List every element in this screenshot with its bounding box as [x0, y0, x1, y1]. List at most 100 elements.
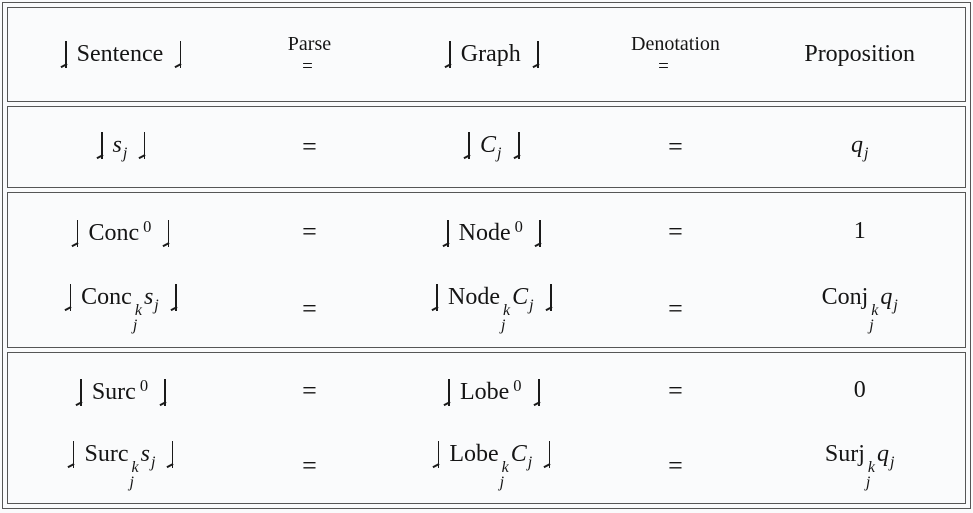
drop-bracket-icon: [59, 41, 68, 68]
drop-bracket-icon: [66, 440, 75, 468]
header-parse-cell: Parse =: [233, 8, 386, 101]
drop-bracket-icon: [542, 440, 551, 468]
proposition-qj-cell: qj: [754, 107, 965, 187]
header-graph-expr: Graph: [443, 41, 540, 68]
sub-j: j: [154, 296, 159, 314]
equals-sign: =: [668, 375, 683, 405]
header-parse-label: Parse: [287, 33, 332, 55]
drop-bracket-icon: [173, 41, 182, 68]
header-sentence-label: Sentence: [76, 41, 164, 67]
var-q: q: [850, 131, 863, 158]
proposition-one-cell: 1: [754, 193, 965, 270]
section-sentence-row: sj = Cj = qj: [7, 106, 966, 188]
sub-j: j: [150, 453, 156, 471]
sup-0: 0: [513, 375, 522, 395]
drop-bracket-icon: [430, 283, 439, 311]
equals-sign: =: [302, 450, 317, 480]
sub-j: j: [497, 144, 502, 162]
denotation-equals-cell: =: [597, 353, 755, 428]
parse-equals-cell: =: [233, 193, 386, 270]
sup-k: k: [501, 458, 509, 476]
sentence-sj-cell: sj: [8, 107, 233, 187]
op-surj: Surj: [824, 440, 865, 467]
header-denotation-equals: =: [658, 56, 669, 77]
drop-bracket-icon: [462, 131, 471, 159]
parse-equals-cell: =: [233, 353, 386, 428]
sup-k: k: [502, 301, 511, 319]
sup-k: k: [867, 458, 876, 476]
drop-bracket-icon: [63, 283, 72, 311]
parse-equals-cell: =: [233, 428, 386, 503]
graph-cj-expr: Cj: [462, 131, 521, 163]
op-lobe: Lobe: [459, 378, 510, 405]
sup-k: k: [134, 301, 142, 319]
header-proposition-cell: Proposition: [754, 8, 965, 101]
equals-sign: =: [302, 293, 317, 323]
sub-j: j: [865, 474, 871, 491]
equals-sign: =: [668, 450, 683, 480]
op-lobe: Lobe: [449, 440, 499, 467]
op-conj: Conj: [821, 283, 869, 310]
sentence-sj-expr: sj: [95, 131, 147, 163]
var-q: q: [880, 283, 893, 310]
sup-0: 0: [143, 216, 152, 236]
header-graph-cell: Graph: [386, 8, 597, 101]
proposition-zero-cell: 0: [754, 353, 965, 428]
sub-j: j: [499, 474, 505, 491]
table-header-section: Sentence Parse = Graph Denotation = Prop…: [7, 7, 966, 102]
op-conc: Conc: [88, 219, 140, 246]
denotation-equals-cell: =: [597, 270, 755, 347]
drop-bracket-icon: [441, 219, 450, 247]
drop-bracket-icon: [512, 131, 521, 159]
drop-bracket-icon: [95, 131, 104, 159]
proposition-qj-expr: qj: [851, 132, 868, 163]
var-c: C: [480, 131, 497, 158]
var-q: q: [877, 440, 890, 467]
var-c: C: [512, 283, 529, 310]
sup-0: 0: [139, 375, 149, 395]
sub-j: j: [527, 453, 533, 471]
drop-bracket-icon: [531, 41, 540, 68]
value-zero: 0: [853, 377, 866, 403]
var-c: C: [510, 440, 527, 467]
sub-j: j: [500, 317, 506, 334]
value-one: 1: [853, 218, 866, 244]
op-conc: Conc: [81, 283, 132, 310]
equals-sign: =: [668, 132, 683, 161]
drop-bracket-icon: [532, 378, 541, 406]
var-s: s: [140, 440, 150, 467]
header-denotation-cell: Denotation =: [597, 8, 755, 101]
parse-equals-cell: =: [233, 107, 386, 187]
header-sentence-expr: Sentence: [59, 41, 183, 68]
sub-j: j: [132, 317, 138, 334]
denotation-equals-cell: =: [597, 107, 755, 187]
header-proposition-label: Proposition: [804, 41, 916, 67]
sup-k: k: [871, 301, 879, 319]
header-sentence-cell: Sentence: [8, 8, 233, 101]
equals-sign: =: [668, 293, 683, 323]
op-surc: Surc: [91, 378, 136, 405]
header-parse-equals: =: [302, 56, 313, 77]
